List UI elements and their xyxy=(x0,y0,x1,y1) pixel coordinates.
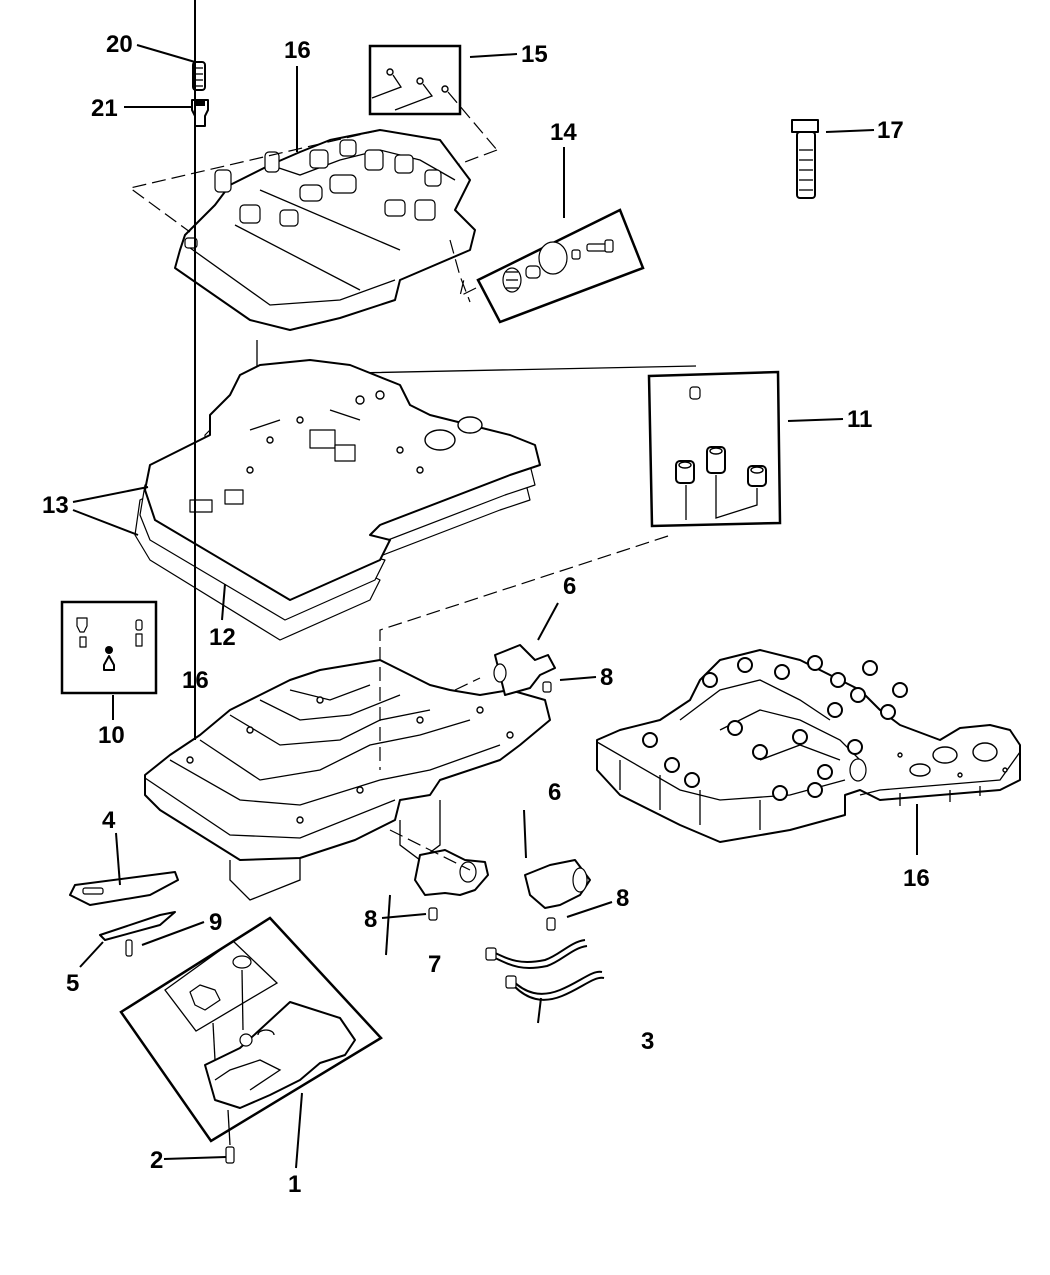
bolt-part-17 xyxy=(791,119,819,199)
callout-13: 13 xyxy=(42,492,69,519)
oil-filter-kit-box-1 xyxy=(119,916,383,1146)
callout-6b: 6 xyxy=(548,779,561,806)
solenoid-upper-6 xyxy=(493,644,556,696)
leader-3 xyxy=(537,997,542,1024)
callout-21: 21 xyxy=(91,95,118,122)
leader-13a xyxy=(72,486,149,503)
callout-17: 17 xyxy=(877,117,904,144)
screw-part-9 xyxy=(125,939,133,957)
callout-10: 10 xyxy=(98,722,125,749)
callout-8a: 8 xyxy=(600,664,613,691)
solenoid-connector-7 xyxy=(414,849,489,896)
bolt-part-8b xyxy=(428,907,438,921)
leader-8c xyxy=(566,901,613,918)
callout-16a: 16 xyxy=(284,37,311,64)
upper-valve-body-16 xyxy=(174,129,476,331)
solenoid-lower-6 xyxy=(524,859,591,909)
callout-8c: 8 xyxy=(616,885,629,912)
bracket-upper-4 xyxy=(69,871,179,906)
check-valve-kit-box-10 xyxy=(60,600,158,695)
callout-3: 3 xyxy=(641,1028,654,1055)
callout-16b: 16 xyxy=(182,667,209,694)
callout-20: 20 xyxy=(106,31,133,58)
callout-15: 15 xyxy=(521,41,548,68)
callout-7: 7 xyxy=(428,951,441,978)
callout-16c: 16 xyxy=(903,865,930,892)
valve-body-assembly-16 xyxy=(596,649,1021,843)
wiring-harness-3 xyxy=(485,939,605,1001)
leader-17 xyxy=(825,129,875,133)
leader-1 xyxy=(295,1092,303,1169)
ball-kit-box-15 xyxy=(368,44,462,116)
gaskets-part-13 xyxy=(134,359,541,641)
leader-15 xyxy=(469,53,518,58)
leader-13b xyxy=(72,509,139,536)
leader-11 xyxy=(787,418,844,422)
bracket-lower-5 xyxy=(99,911,176,941)
callout-12: 12 xyxy=(209,624,236,651)
lower-valve-body-16 xyxy=(144,659,551,901)
leader-6a xyxy=(537,602,559,641)
callout-2: 2 xyxy=(150,1147,163,1174)
accumulator-kit-box-11 xyxy=(647,370,782,528)
callout-11: 11 xyxy=(847,406,872,433)
leader-4 xyxy=(115,832,121,886)
callout-5: 5 xyxy=(66,970,79,997)
callout-9: 9 xyxy=(209,909,222,936)
leader-2 xyxy=(163,1156,227,1160)
filter-bolt-2 xyxy=(225,1146,235,1164)
leader-8a xyxy=(559,676,597,681)
leader-6b xyxy=(523,809,527,859)
bolt-part-8a xyxy=(542,681,552,693)
callout-8b: 8 xyxy=(364,906,377,933)
leader-12 xyxy=(221,583,226,621)
leader-9 xyxy=(141,921,205,946)
pressure-regulator-kit-box-14 xyxy=(476,208,645,324)
leader-20 xyxy=(136,44,196,63)
leader-8b xyxy=(381,913,427,919)
bolt-part-8c xyxy=(546,917,556,931)
leader-7 xyxy=(385,894,391,956)
leader-5 xyxy=(79,941,104,968)
callout-4: 4 xyxy=(102,807,116,834)
callout-14: 14 xyxy=(550,119,577,146)
callout-6a: 6 xyxy=(563,573,576,600)
callout-1: 1 xyxy=(288,1171,301,1198)
